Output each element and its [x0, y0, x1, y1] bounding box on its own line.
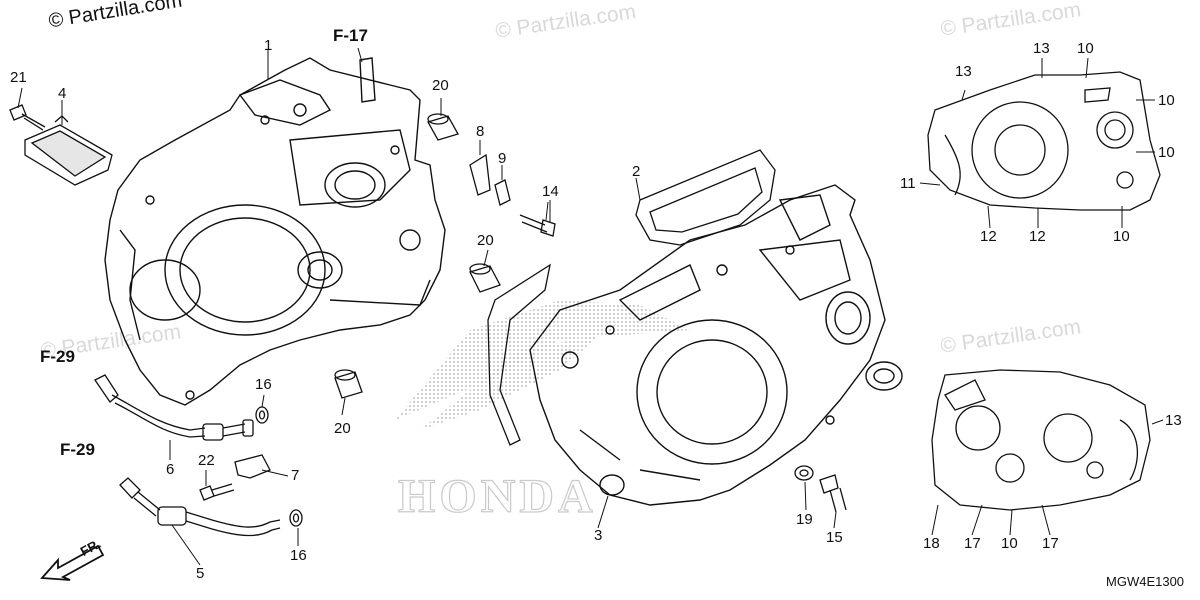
part-label: 16 [255, 376, 272, 393]
part-label: 6 [166, 461, 175, 478]
part-label: 10 [1001, 535, 1018, 552]
part-label: 13 [1165, 412, 1182, 429]
collar-drawing [334, 113, 501, 399]
bolt-drawing [819, 474, 847, 513]
part-label: 15 [826, 529, 843, 546]
part-label: 10 [1158, 144, 1175, 161]
part-label: 12 [1029, 228, 1046, 245]
part-label: 13 [955, 63, 972, 80]
crankcase-right-drawing [529, 184, 903, 506]
part-label: 17 [1042, 535, 1059, 552]
diagram-code: MGW4E1300 [1106, 574, 1185, 589]
part-label: 13 [1033, 40, 1050, 57]
part-label: 16 [290, 547, 307, 564]
part-label: 10 [1077, 40, 1094, 57]
hose-drawing [119, 477, 281, 537]
part-label: 11 [900, 175, 916, 192]
crankcase-left-drawing [104, 57, 446, 406]
part-label: 20 [477, 232, 494, 249]
front-arrow-icon [40, 544, 105, 581]
strainer-drawing [24, 115, 113, 186]
part-label: 10 [1113, 228, 1130, 245]
ref-label: F-17 [333, 26, 368, 45]
part-label: 9 [498, 150, 507, 167]
hose-drawing [94, 374, 254, 441]
bolt-drawing [469, 153, 556, 237]
bolt-drawing [9, 104, 46, 131]
gasket-drawing [927, 71, 1161, 211]
gasket-drawing [931, 369, 1151, 511]
part-label: 22 [198, 452, 215, 469]
gasket-drawing [487, 149, 776, 446]
ref-label: F-29 [40, 347, 75, 366]
part-label: 2 [632, 163, 641, 180]
part-label: 14 [542, 183, 559, 200]
part-label: 20 [334, 420, 351, 437]
leader-lines [17, 47, 1164, 566]
part-label: 21 [10, 69, 27, 86]
part-label: 7 [291, 467, 300, 484]
part-label: 1 [264, 37, 273, 54]
ref-label: F-29 [60, 440, 95, 459]
svg-text:HONDA: HONDA [398, 470, 597, 523]
honda-wing-watermark: HONDA [395, 300, 690, 524]
part-label: 3 [594, 527, 603, 544]
part-label: 10 [1158, 92, 1175, 109]
part-label: 20 [432, 77, 449, 94]
part-label: 19 [796, 511, 813, 528]
part-label: 17 [964, 535, 981, 552]
part-label: 5 [196, 565, 205, 582]
part-label: 12 [980, 228, 997, 245]
part-label: 8 [476, 123, 485, 140]
part-label: 18 [923, 535, 940, 552]
bolt-drawing [199, 454, 271, 501]
part-label: 4 [58, 85, 67, 102]
